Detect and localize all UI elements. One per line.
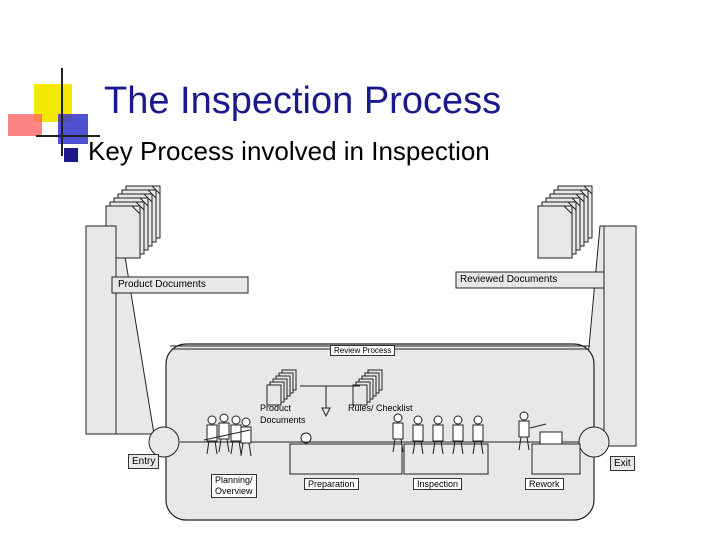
rework-person-icon: [518, 411, 563, 451]
product-documents-label: Product Documents: [118, 279, 206, 290]
planning-overview-label: Planning/ Overview: [211, 474, 257, 498]
preparation-label: Preparation: [304, 478, 359, 490]
slide-logo: [8, 68, 100, 156]
planning-people-icon: [203, 413, 252, 457]
review-process-label: Review Process: [330, 345, 396, 356]
source-documents-stack: [85, 185, 161, 435]
bullet-text: Key Process involved in Inspection: [88, 136, 490, 166]
exit-label: Exit: [610, 456, 635, 471]
reviewed-documents-label: Reviewed Documents: [460, 274, 558, 285]
entry-node: [148, 426, 180, 458]
exit-node: [578, 426, 610, 458]
inner-product-documents-label: Product Documents: [260, 403, 306, 425]
slide-title: The Inspection Process: [104, 80, 502, 122]
rework-label: Rework: [525, 478, 564, 490]
bullet-icon: [64, 148, 78, 162]
entry-label: Entry: [128, 454, 160, 469]
inspection-label: Inspection: [413, 478, 463, 490]
rules-checklist-label: Rules/ Checklist: [348, 403, 413, 413]
